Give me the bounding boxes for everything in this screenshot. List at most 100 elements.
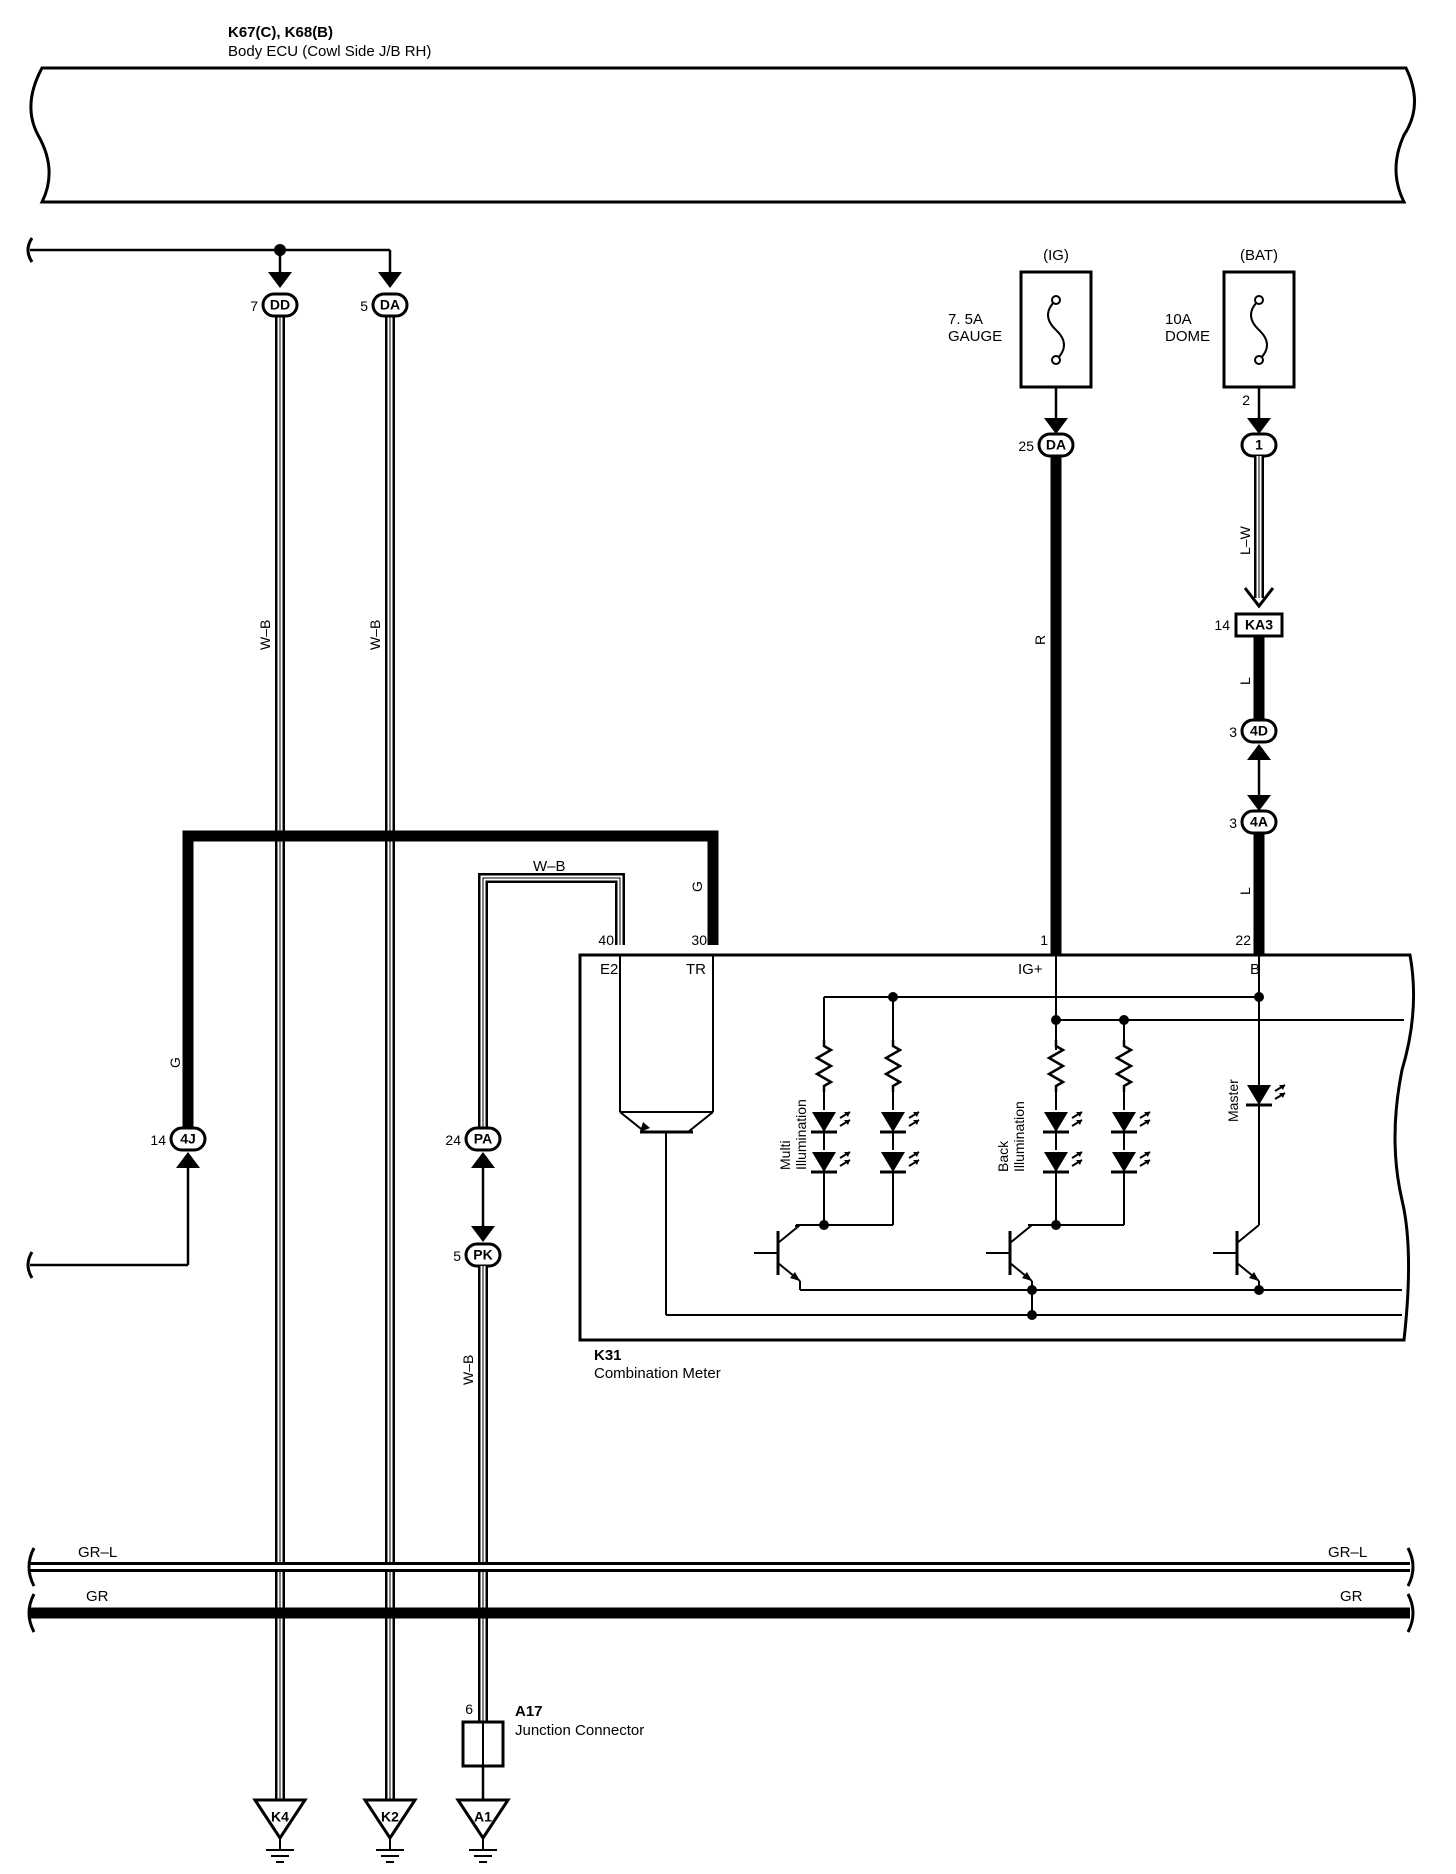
svg-text:DA: DA [380,297,400,313]
wire-label-g-right: G [689,881,705,892]
svg-text:PA: PA [474,1131,492,1147]
transistor-icon [752,1223,802,1283]
junction-connector-a17 [461,1720,505,1800]
fuse-gauge-rating: 7. 5A [948,311,983,328]
connector-dd: DD 7 [250,292,299,318]
meter-pin-b-num: 22 [1235,932,1251,948]
led-icon [1041,1150,1084,1174]
led-icon [1244,1083,1287,1107]
junction-name: Junction Connector [515,1722,644,1739]
meter-pin-ig-num: 1 [1040,932,1048,948]
fuse-gauge-supply: (IG) [1043,247,1069,264]
bus-gr [27,1593,1415,1633]
fuse-dome-name: DOME [1165,328,1210,345]
wire-break-mid-left [26,1251,34,1279]
bus-label-gr-right: GR [1340,1588,1363,1605]
meter-id: K31 [594,1347,622,1364]
wire-label-l-1: L [1237,677,1253,685]
label-master: Master [1225,1079,1241,1122]
wire-break-top-left [26,237,34,263]
master-indicator-circuit [1211,1083,1287,1295]
back-illumination-circuit [984,1020,1152,1320]
svg-text:25: 25 [1018,438,1034,454]
svg-text:K2: K2 [381,1809,399,1825]
ecu-name: Body ECU (Cowl Side J/B RH) [228,43,431,60]
label-multi-1: Multi [777,1140,793,1170]
connector-4a: 4A 3 [1229,809,1278,835]
arrow-da-top [378,272,402,288]
multi-illumination-circuit [752,997,1402,1291]
transistor-icon [1211,1223,1261,1283]
dome-pin: 2 [1242,392,1250,408]
svg-text:PK: PK [473,1247,492,1263]
svg-text:KA3: KA3 [1245,617,1273,633]
transistor-icon [984,1223,1034,1283]
fuse-dome-rating: 10A [1165,311,1192,328]
meter-name: Combination Meter [594,1365,721,1382]
svg-text:3: 3 [1229,724,1237,740]
arrow-4j [176,1152,200,1168]
led-icon [1109,1150,1152,1174]
meter-pin-tr-num: 30 [691,932,707,948]
bus-label-gr-left: GR [86,1588,109,1605]
connector-da-top: DA 5 [360,292,409,318]
led-icon [1041,1110,1084,1134]
ecu-id: K67(C), K68(B) [228,24,333,41]
body-ecu [29,66,1416,204]
arrow-dd [268,272,292,288]
connector-pk: PK 5 [453,1242,502,1268]
led-icon [809,1150,852,1174]
fuse-dome [1222,270,1296,389]
svg-text:4D: 4D [1250,723,1268,739]
meter-pin-e2-name: E2 [600,961,618,978]
bus-label-grl-right: GR–L [1328,1544,1367,1561]
label-back-1: Back [995,1140,1011,1172]
connector-4d: 4D 3 [1229,718,1278,744]
ground-a1: A1 [455,1798,511,1863]
connector-dome-1: 1 [1240,432,1278,458]
wire-label-wb-pk: W–B [460,1355,476,1385]
fuse-gauge-name: GAUGE [948,328,1002,345]
wire-label-wb-2: W–B [367,620,383,650]
bus-label-grl-left: GR–L [78,1544,117,1561]
meter-pin-e2-num: 40 [598,932,614,948]
wire-label-l-2: L [1237,887,1253,895]
svg-text:K4: K4 [271,1809,289,1825]
led-icon [878,1110,921,1134]
svg-text:24: 24 [445,1132,461,1148]
wire-label-lw: L–W [1237,525,1253,555]
a17-pin: 6 [465,1701,473,1717]
junction-id: A17 [515,1703,543,1720]
fuse-dome-supply: (BAT) [1240,247,1278,264]
wire-lw [1243,456,1275,609]
svg-text:3: 3 [1229,815,1237,831]
led-icon [878,1150,921,1174]
led-icon [1109,1110,1152,1134]
svg-text:5: 5 [453,1248,461,1264]
connector-4j: 4J 14 [150,1126,207,1152]
fuse-gauge [1019,270,1093,389]
svg-text:4A: 4A [1250,814,1268,830]
svg-text:4J: 4J [180,1131,196,1147]
svg-text:DA: DA [1046,437,1066,453]
svg-text:1: 1 [1255,437,1263,453]
wire-label-g-left: G [167,1057,183,1068]
bus-grl [27,1547,1415,1587]
svg-text:7: 7 [250,298,258,314]
connector-da-gauge: DA 25 [1018,432,1075,458]
connector-pa: PA 24 [445,1126,502,1152]
wire-label-wb-1: W–B [257,620,273,650]
meter-pin-tr-name: TR [686,961,706,978]
wire-label-r: R [1032,635,1048,645]
svg-text:5: 5 [360,298,368,314]
meter-pin-ig-name: IG+ [1018,961,1043,978]
ground-k4: K4 [252,1798,308,1863]
svg-text:14: 14 [1214,617,1230,633]
connector-ka3: KA3 14 [1214,612,1284,638]
arrow-da-gauge [1044,418,1068,434]
meter-pin-b-name: B [1250,961,1260,978]
led-icon [809,1110,852,1134]
label-multi-2: Illumination [793,1099,809,1170]
ground-k2: K2 [362,1798,418,1863]
